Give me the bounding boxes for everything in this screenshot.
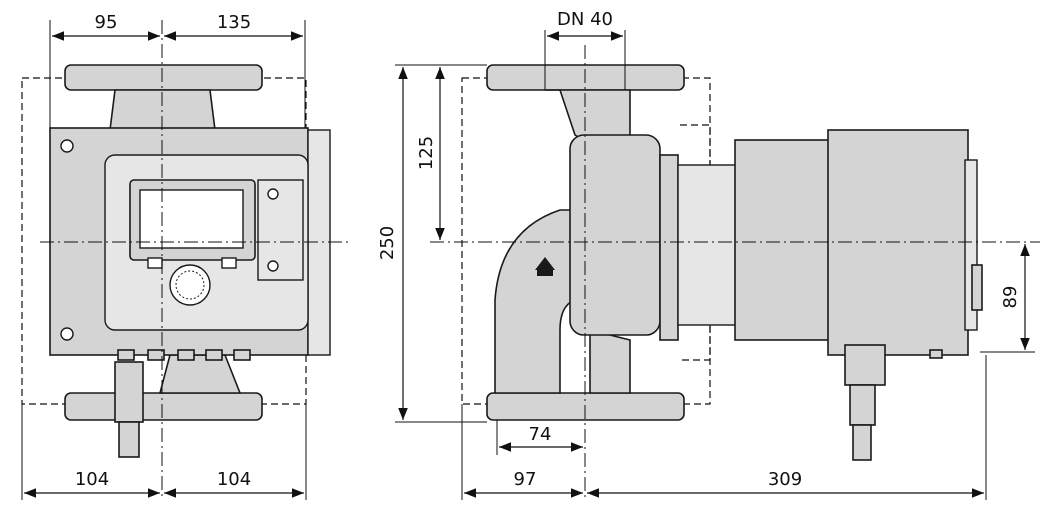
cable-glands [117, 349, 251, 361]
sensor-connector-side [849, 384, 876, 426]
pump-housing [569, 134, 661, 336]
flow-arrow-icon [535, 257, 555, 270]
cable-gland [147, 349, 165, 361]
side-panel [257, 179, 304, 281]
knob-grip [175, 270, 205, 300]
screw-hole [267, 260, 279, 272]
module-connector [971, 264, 983, 311]
dim-89: 89 [1000, 286, 1021, 309]
dim-250: 250 [377, 226, 398, 260]
context-button [221, 257, 237, 269]
dim-104-right: 104 [217, 469, 251, 490]
back-button [147, 257, 163, 269]
cable-gland [205, 349, 223, 361]
dim-135: 135 [217, 12, 251, 33]
motor-casing [734, 139, 831, 341]
cable-gland [929, 349, 943, 359]
dim-74: 74 [529, 424, 552, 445]
dim-309: 309 [768, 469, 802, 490]
screw-hole [60, 139, 74, 153]
sensor-plug [118, 421, 140, 458]
housing-flange [659, 154, 679, 341]
dim-95: 95 [95, 12, 118, 33]
screw-hole [60, 327, 74, 341]
dim-dn40: DN 40 [557, 9, 613, 30]
cable-gland [177, 349, 195, 361]
bottom-flange [64, 392, 263, 421]
display [139, 189, 244, 249]
flow-arrow-stem [537, 270, 553, 276]
sensor-bracket [844, 344, 886, 386]
cable-gland [233, 349, 251, 361]
sensor-connector [114, 361, 144, 423]
sensor-plug [852, 424, 872, 461]
dim-125: 125 [416, 136, 437, 170]
dim-97: 97 [514, 469, 537, 490]
top-flange [64, 64, 263, 91]
cable-gland [117, 349, 135, 361]
front-view: 95 135 104 104 [21, 12, 350, 500]
bottom-pipe [158, 354, 242, 394]
outlet-pipe [589, 328, 631, 394]
dim-104-left: 104 [75, 469, 109, 490]
screw-hole [267, 188, 279, 200]
side-view: DN 40 250 125 89 74 97 309 [377, 9, 1040, 500]
